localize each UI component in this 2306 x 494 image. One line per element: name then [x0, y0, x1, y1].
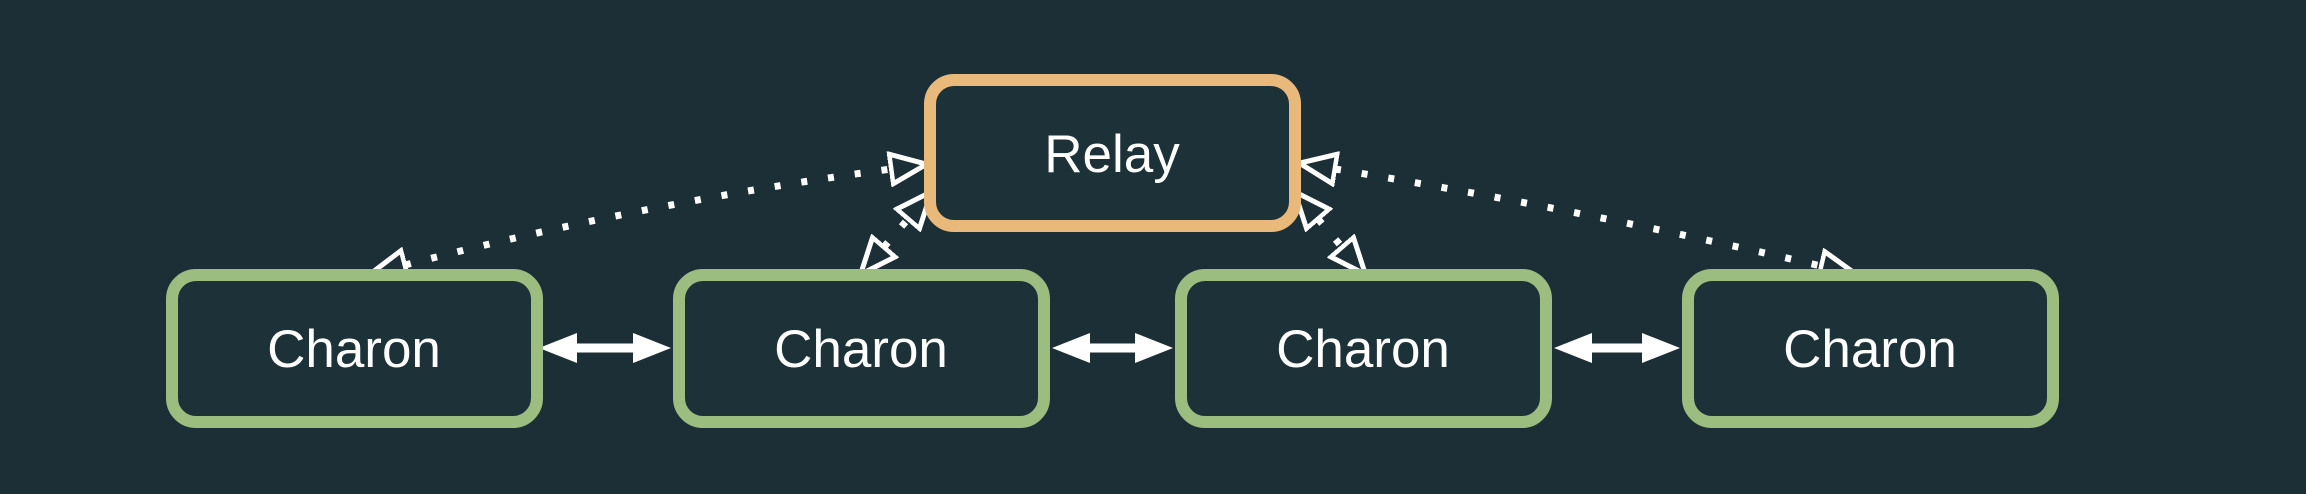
- charon-3-box: [1175, 269, 1552, 428]
- charon-node-3: Charon: [1175, 269, 1552, 428]
- charon-node-1: Charon: [166, 269, 543, 428]
- relay-box: [924, 74, 1301, 232]
- charon-3-label: Charon: [1276, 320, 1450, 379]
- edge-charon2-relay: [884, 219, 908, 247]
- charon-2-label: Charon: [774, 320, 948, 379]
- charon-1-box: [166, 269, 543, 428]
- relay-label: Relay: [1044, 125, 1180, 184]
- charon-4-box: [1682, 269, 2059, 428]
- charon-1-label: Charon: [267, 320, 441, 379]
- edge-charon1-relay: [405, 169, 891, 265]
- charon-node-4: Charon: [1682, 269, 2059, 428]
- charon-2-box: [673, 269, 1050, 428]
- charon-node-2: Charon: [673, 269, 1050, 428]
- edge-charon3-relay: [1318, 219, 1342, 247]
- relay-node: Relay: [924, 74, 1301, 232]
- relay-edges: [405, 169, 1821, 266]
- edge-charon4-relay: [1335, 169, 1821, 266]
- charon-4-label: Charon: [1783, 320, 1957, 379]
